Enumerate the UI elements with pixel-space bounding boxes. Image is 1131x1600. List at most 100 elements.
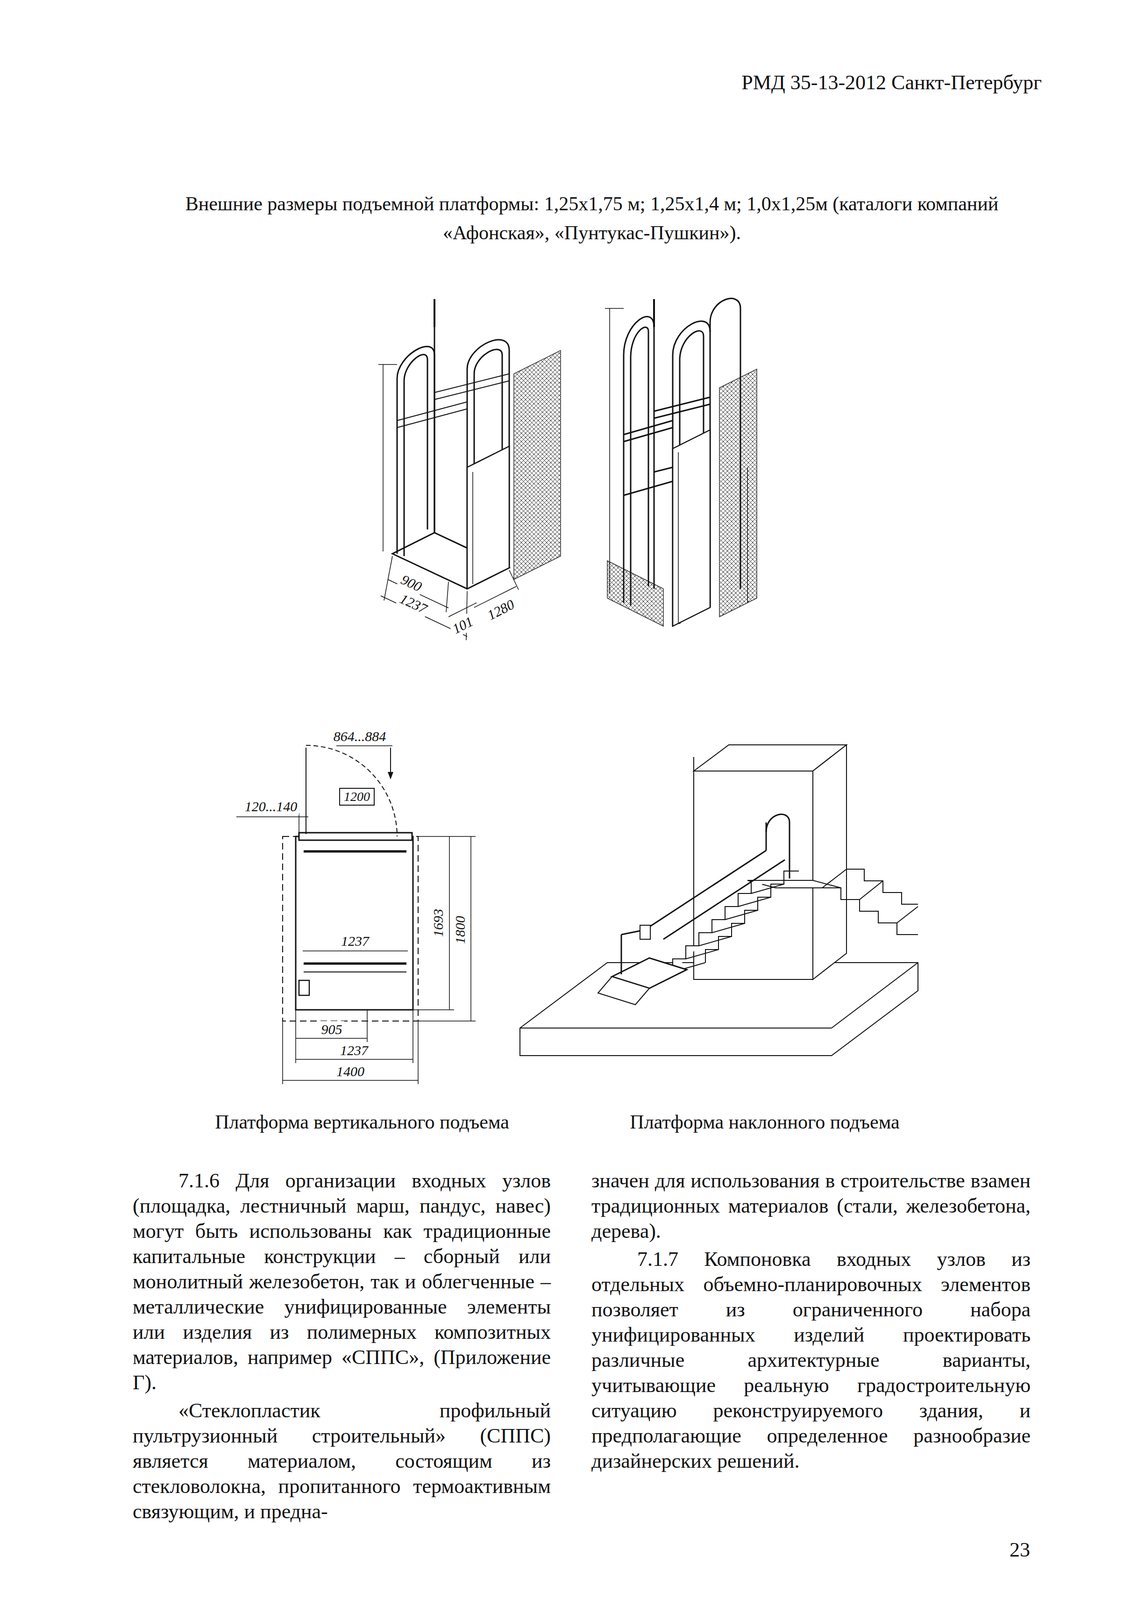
platform-plan-part bbox=[282, 836, 419, 1021]
figure-caption: Платформа наклонного подъема bbox=[629, 1109, 900, 1134]
platform-plan-part bbox=[417, 1020, 419, 1084]
inclined-platform-iso bbox=[519, 744, 918, 1056]
dimension-value: 1200 bbox=[343, 789, 370, 804]
platform-plan-part bbox=[302, 950, 408, 952]
platform-plan-part bbox=[295, 1009, 297, 1063]
dimension-value: 1693 bbox=[429, 906, 447, 939]
platform-plan-part bbox=[303, 850, 407, 853]
platform-plan-part bbox=[282, 1020, 284, 1084]
vertical-lift-shaft-iso-part bbox=[607, 560, 664, 626]
inclined-platform-iso-part bbox=[597, 976, 650, 1005]
inclined-platform-iso-part bbox=[672, 880, 767, 972]
vertical-lift-iso-part bbox=[397, 408, 468, 428]
inclined-platform-iso-part bbox=[519, 1027, 832, 1029]
vertical-lift-iso-part bbox=[397, 346, 435, 554]
inclined-platform-iso-part bbox=[766, 814, 790, 879]
dimension-value: 101 bbox=[447, 611, 478, 639]
intro-paragraph: Внешние размеры подъемной платформы: 1,2… bbox=[152, 189, 1032, 248]
vertical-lift-iso-part bbox=[509, 569, 519, 590]
vertical-lift-shaft-iso-part bbox=[710, 298, 741, 589]
inclined-platform-iso-part bbox=[831, 962, 918, 1028]
dimension-value: 1237 bbox=[339, 932, 371, 950]
vertical-lift-iso-part bbox=[467, 446, 510, 589]
platform-plan-part bbox=[305, 745, 398, 837]
body-paragraph: 7.1.7 Компоновка входных узлов из отдель… bbox=[591, 1246, 1031, 1474]
platform-plan-part bbox=[412, 1009, 414, 1063]
platform-plan-part bbox=[295, 1037, 368, 1039]
inclined-platform-iso-part bbox=[640, 924, 651, 939]
vertical-lift-shaft-iso-part bbox=[623, 427, 673, 442]
platform-plan-part bbox=[305, 747, 307, 834]
vertical-lift-shaft-iso-part bbox=[623, 481, 673, 496]
platform-plan-part bbox=[418, 835, 476, 837]
vertical-lift-iso-part bbox=[434, 380, 510, 400]
vertical-lift-iso-part bbox=[433, 327, 436, 533]
vertical-lift-shaft-iso-part bbox=[630, 327, 649, 605]
inclined-platform-iso-part bbox=[685, 949, 719, 959]
inclined-platform-iso-part bbox=[896, 906, 918, 923]
dimension-box: 1200 bbox=[339, 787, 375, 806]
dimension-value: 120...140 bbox=[242, 797, 300, 815]
platform-plan-part bbox=[448, 836, 450, 1010]
inclined-platform-iso-part bbox=[738, 896, 771, 907]
platform-plan-part bbox=[303, 971, 407, 973]
dimension-value: 1237 bbox=[395, 589, 432, 618]
body-paragraph: «Стеклопластик профильный пультрузионный… bbox=[132, 1397, 551, 1524]
inclined-platform-iso-part bbox=[711, 923, 745, 933]
inclined-platform-iso-part bbox=[620, 934, 623, 975]
vertical-lift-shaft-iso-part bbox=[653, 298, 655, 328]
vertical-lift-shaft-iso-part bbox=[623, 316, 655, 603]
dimension-value: 864...884 bbox=[331, 727, 389, 745]
vertical-lift-iso-part bbox=[382, 364, 384, 552]
vertical-lift-shaft-iso-part bbox=[623, 420, 673, 435]
vertical-lift-iso-part bbox=[378, 363, 398, 365]
platform-plan-part bbox=[418, 1020, 476, 1022]
inclined-platform-iso-part bbox=[705, 870, 799, 963]
vertical-lift-iso bbox=[378, 298, 561, 641]
platform-plan-part bbox=[387, 771, 394, 780]
platform-plan-part bbox=[470, 836, 472, 1021]
vertical-lift-iso-part bbox=[404, 354, 428, 556]
platform-plan-part bbox=[236, 816, 309, 818]
vertical-lift-shaft-iso-part bbox=[672, 429, 711, 626]
platform-plan bbox=[236, 745, 476, 1084]
platform-plan-part bbox=[303, 962, 407, 965]
vertical-lift-shaft-iso bbox=[604, 298, 757, 626]
inclined-platform-iso-part bbox=[846, 868, 918, 904]
body-paragraph: значен для использования в строительстве… bbox=[591, 1167, 1031, 1244]
dimension-value: 1800 bbox=[451, 913, 469, 946]
vertical-lift-iso-part bbox=[513, 350, 561, 580]
inclined-platform-iso-part bbox=[693, 770, 813, 980]
vertical-lift-iso-part bbox=[433, 298, 436, 328]
platform-plan-part bbox=[336, 745, 393, 747]
inclined-platform-iso-part bbox=[644, 850, 767, 930]
vertical-lift-shaft-iso-part bbox=[672, 320, 711, 626]
dimension-value: 905 bbox=[319, 1020, 345, 1038]
platform-plan-part bbox=[298, 812, 300, 834]
vertical-lift-shaft-iso-part bbox=[746, 467, 748, 603]
inclined-platform-iso-part bbox=[822, 887, 918, 935]
inclined-platform-iso-part bbox=[698, 936, 732, 946]
inclined-platform-iso-part bbox=[751, 883, 784, 894]
inclined-platform-iso-part bbox=[693, 756, 695, 771]
dimension-value: 1237 bbox=[338, 1041, 370, 1059]
platform-plan-part bbox=[295, 836, 413, 1010]
vertical-lift-iso-part bbox=[448, 602, 477, 617]
platform-plan-part bbox=[412, 1009, 455, 1011]
running-header: РМД 35-13-2012 Санкт-Петербург bbox=[741, 70, 1042, 95]
inclined-platform-iso-part bbox=[663, 859, 785, 939]
vertical-lift-shaft-iso-part bbox=[677, 452, 679, 624]
dimension-value: 1400 bbox=[334, 1062, 367, 1080]
platform-plan-part bbox=[282, 1079, 419, 1081]
dimension-value: 1280 bbox=[483, 595, 520, 625]
vertical-lift-shaft-iso-part bbox=[654, 397, 711, 412]
inclined-platform-iso-part bbox=[725, 910, 758, 920]
vertical-lift-shaft-iso-part bbox=[654, 404, 711, 419]
inclined-platform-iso-part bbox=[822, 868, 847, 888]
platform-plan-part bbox=[366, 1009, 368, 1042]
inclined-platform-iso-part bbox=[812, 744, 847, 980]
vertical-lift-iso-part bbox=[472, 471, 474, 584]
platform-plan-part bbox=[295, 1058, 413, 1060]
vertical-lift-shaft-iso-part bbox=[719, 369, 757, 617]
